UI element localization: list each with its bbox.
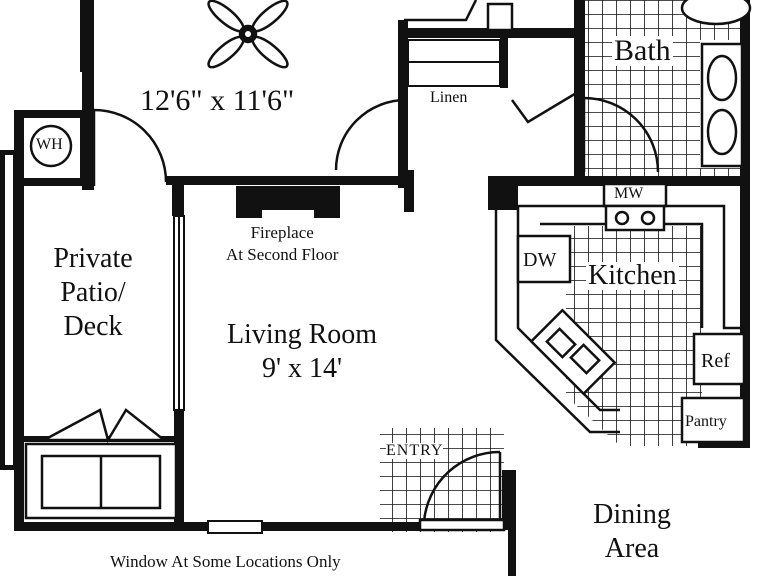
door-swing-icon — [583, 96, 660, 173]
bath-label: Bath — [612, 34, 673, 67]
fireplace-icon — [236, 186, 340, 218]
patio-line1: Private — [53, 243, 133, 274]
dining-line1: Dining — [593, 499, 671, 530]
wall — [0, 150, 4, 470]
living-room-name: Living Room — [226, 319, 378, 350]
wall — [174, 410, 184, 530]
wall — [502, 470, 516, 530]
wall — [398, 28, 584, 38]
refrigerator — [692, 332, 746, 386]
door-swing-icon — [334, 98, 407, 171]
patio-line2: Patio/ — [60, 277, 126, 308]
wall — [262, 522, 422, 531]
wall — [740, 186, 750, 448]
patio-label: Private Patio/ Deck — [38, 242, 148, 344]
patio-line3: Deck — [63, 311, 123, 342]
wall — [698, 440, 750, 448]
water-heater-label: WH — [36, 136, 63, 153]
sink-icon — [706, 108, 738, 156]
linen-shelf — [407, 39, 501, 63]
wall — [0, 466, 14, 470]
dining-area-label: Dining Area — [570, 498, 694, 566]
stove-icon — [604, 204, 666, 232]
dishwasher — [516, 234, 572, 284]
wall — [574, 0, 584, 178]
pantry-label: Pantry — [685, 413, 727, 430]
kitchen-sink-icon — [529, 308, 617, 396]
water-heater-closet — [14, 110, 88, 186]
wall — [404, 170, 414, 212]
sink-icon — [706, 54, 738, 102]
window-note: Window At Some Locations Only — [110, 552, 341, 571]
wall — [740, 0, 750, 186]
wall — [166, 176, 412, 185]
dishwasher-label: DW — [523, 249, 557, 271]
fireplace-label: Fireplace At Second Floor — [226, 222, 338, 266]
wall — [80, 0, 94, 72]
wall — [488, 176, 518, 210]
fireplace-line2: At Second Floor — [226, 245, 339, 264]
wall — [172, 176, 184, 216]
linen-shelf — [407, 61, 501, 87]
wall — [508, 530, 516, 576]
window-opening — [207, 520, 263, 534]
wall — [488, 176, 750, 186]
kitchen-label: Kitchen — [586, 260, 679, 291]
wall — [0, 150, 14, 154]
ceiling-fan-icon — [207, 0, 289, 69]
water-heater-icon — [29, 124, 73, 168]
door-swing-icon — [510, 90, 579, 124]
microwave-label: MW — [614, 185, 644, 202]
kitchen-counter — [494, 186, 620, 434]
door-swing-icon — [93, 108, 168, 183]
tub-icon — [680, 0, 752, 26]
wall — [14, 110, 24, 530]
dining-line2: Area — [604, 533, 660, 564]
bedroom-size-label: 12'6" x 11'6" — [140, 84, 295, 117]
linen-label: Linen — [430, 89, 468, 106]
wall — [398, 20, 408, 188]
living-room-label: Living Room 9' x 14' — [206, 318, 398, 386]
wall — [500, 28, 508, 88]
wall — [14, 522, 212, 531]
refrigerator-label: Ref — [701, 350, 730, 372]
left-window — [3, 153, 15, 467]
entry-label: ENTRY — [386, 442, 444, 459]
sofa-icon — [24, 408, 178, 520]
fireplace-line1: Fireplace — [250, 223, 314, 242]
door-swing-icon — [422, 450, 501, 523]
living-room-size: 9' x 14' — [261, 353, 343, 384]
